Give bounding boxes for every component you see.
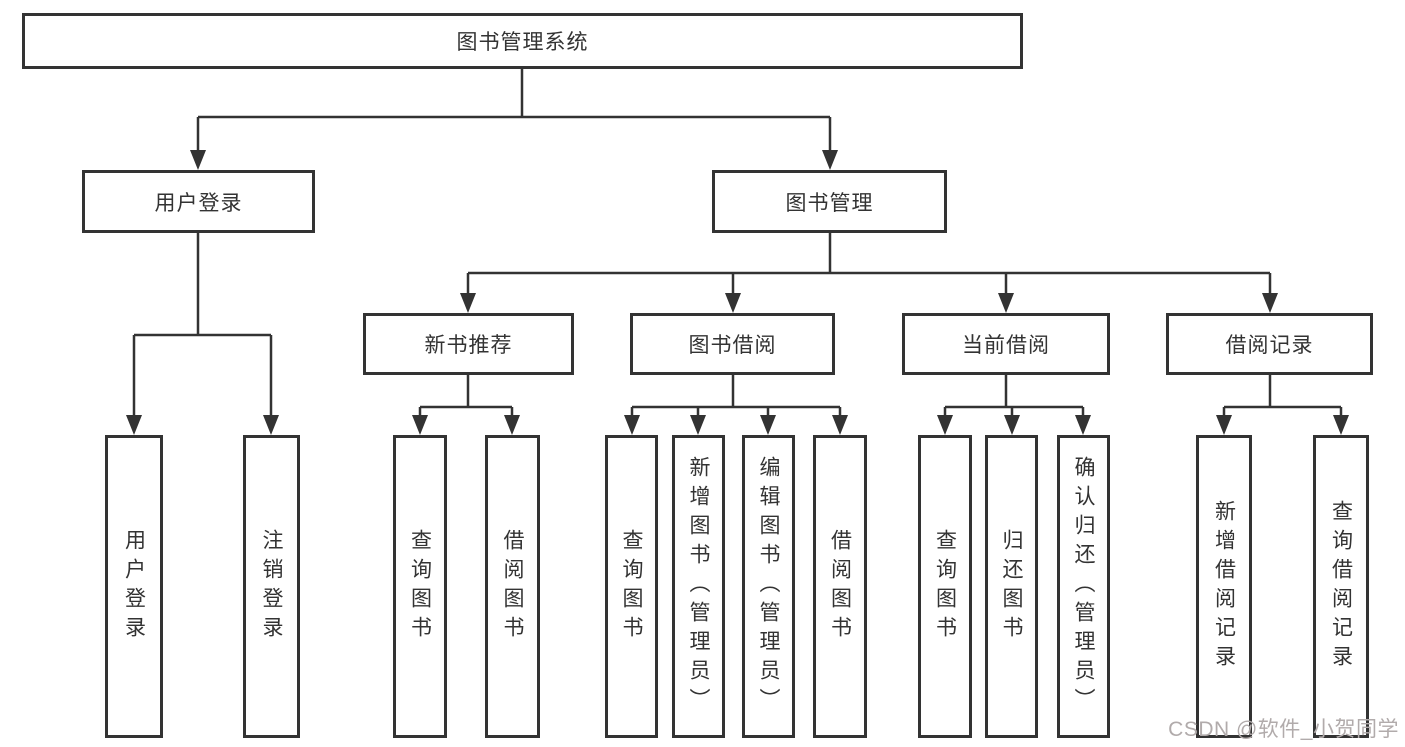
node-book-management: 图书管理 bbox=[712, 170, 947, 233]
leaf-add-books-admin: 新增图书（管理员） bbox=[672, 435, 725, 738]
node-label: 借阅图书 bbox=[828, 528, 852, 645]
node-label: 借阅图书 bbox=[501, 528, 524, 645]
arrowheads bbox=[126, 150, 1349, 435]
node-label: 注销登录 bbox=[260, 528, 283, 645]
node-label: 编辑图书（管理员） bbox=[757, 456, 780, 717]
leaf-confirm-return-admin: 确认归还（管理员） bbox=[1057, 435, 1110, 738]
leaf-query-books-recommend: 查询图书 bbox=[393, 435, 447, 738]
leaf-query-borrow-record: 查询借阅记录 bbox=[1313, 435, 1369, 738]
leaf-add-borrow-record: 新增借阅记录 bbox=[1196, 435, 1252, 738]
node-label: 查询借阅记录 bbox=[1329, 499, 1353, 674]
node-book-borrow: 图书借阅 bbox=[630, 313, 835, 375]
node-current-borrow: 当前借阅 bbox=[902, 313, 1110, 375]
leaf-borrow-books-recommend: 借阅图书 bbox=[485, 435, 540, 738]
node-label: 用户登录 bbox=[122, 528, 146, 645]
node-label: 新增图书（管理员） bbox=[687, 456, 710, 717]
node-label: 当前借阅 bbox=[962, 334, 1050, 357]
leaf-logout: 注销登录 bbox=[243, 435, 300, 738]
node-label: 新增借阅记录 bbox=[1212, 499, 1236, 674]
node-user-login: 用户登录 bbox=[82, 170, 315, 233]
leaf-query-books-current: 查询图书 bbox=[918, 435, 972, 738]
csdn-watermark: CSDN @软件_小贺同学 bbox=[1168, 718, 1399, 741]
node-label: 新书推荐 bbox=[424, 334, 513, 357]
node-label: 确认归还（管理员） bbox=[1072, 456, 1095, 717]
node-borrow-records: 借阅记录 bbox=[1166, 313, 1373, 375]
leaf-query-books-borrow: 查询图书 bbox=[605, 435, 658, 738]
node-new-book-recommend: 新书推荐 bbox=[363, 313, 574, 375]
node-label: 图书借阅 bbox=[688, 334, 777, 357]
leaf-edit-books-admin: 编辑图书（管理员） bbox=[742, 435, 795, 738]
leaf-user-login: 用户登录 bbox=[105, 435, 163, 738]
node-label: 图书管理系统 bbox=[456, 31, 589, 54]
node-label: 归还图书 bbox=[1000, 528, 1023, 645]
leaf-borrow-books: 借阅图书 bbox=[813, 435, 867, 738]
node-label: 借阅记录 bbox=[1225, 334, 1314, 357]
node-label: 用户登录 bbox=[154, 191, 243, 215]
leaf-return-books: 归还图书 bbox=[985, 435, 1038, 738]
node-label: 查询图书 bbox=[408, 528, 432, 645]
node-label: 查询图书 bbox=[933, 528, 957, 645]
node-library-system: 图书管理系统 bbox=[22, 13, 1023, 69]
node-label: 查询图书 bbox=[620, 528, 643, 645]
node-label: 图书管理 bbox=[785, 191, 874, 215]
